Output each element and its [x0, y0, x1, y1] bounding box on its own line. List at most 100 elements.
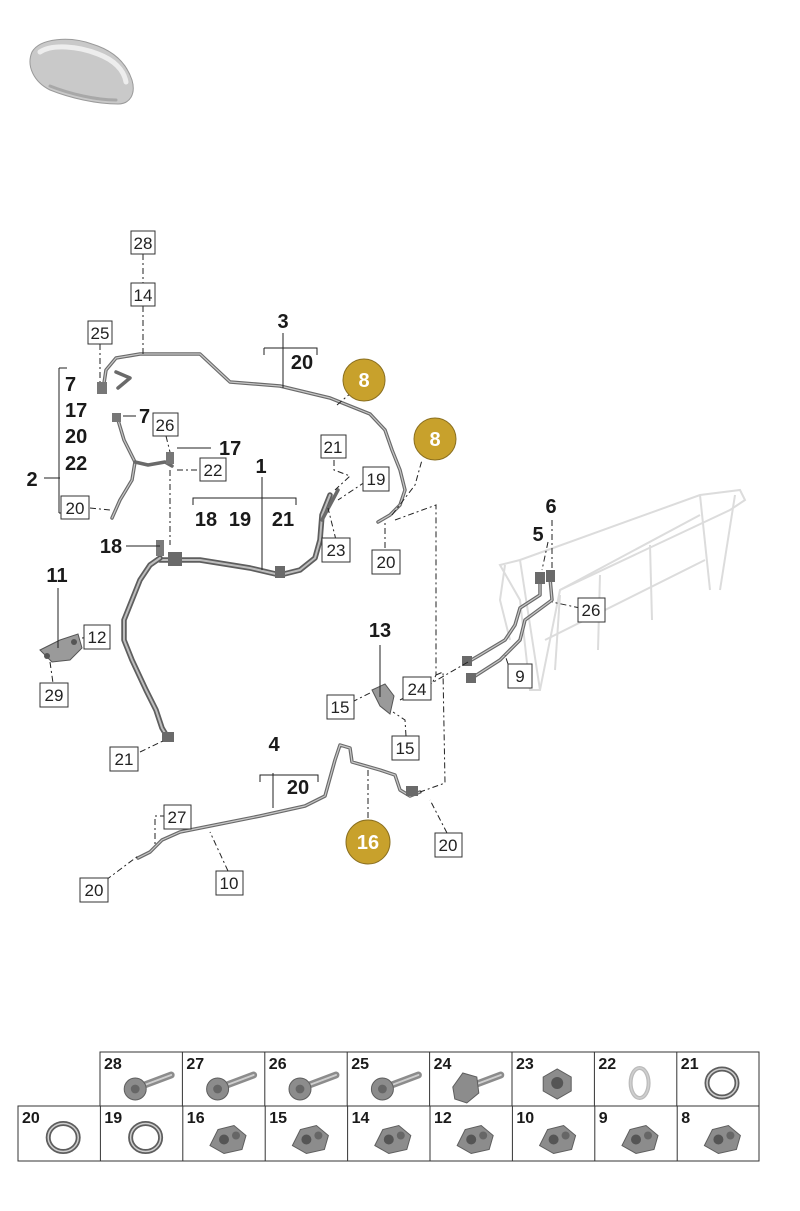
svg-text:20: 20 — [85, 881, 104, 900]
part-number-4[interactable]: 4 — [268, 734, 280, 756]
part-28-icon — [123, 1071, 175, 1101]
boxed-label-20[interactable]: 20 — [60, 495, 90, 520]
boxed-label-14[interactable]: 14 — [130, 282, 156, 307]
callout-8[interactable]: 8 — [413, 417, 457, 461]
boxed-label-27[interactable]: 27 — [163, 804, 192, 830]
part-26-icon — [288, 1071, 340, 1101]
boxed-label-23[interactable]: 23 — [321, 537, 351, 563]
part-number-20[interactable]: 20 — [291, 352, 313, 374]
part-number-2[interactable]: 2 — [26, 469, 37, 491]
part-24-icon — [452, 1071, 505, 1104]
svg-text:26: 26 — [156, 416, 175, 435]
svg-text:20: 20 — [439, 836, 458, 855]
parts-table-cell-28[interactable]: 28 — [104, 1056, 175, 1101]
parts-table-cell-9[interactable]: 9 — [594, 1106, 659, 1161]
boxed-label-26[interactable]: 26 — [577, 597, 606, 623]
callout-8[interactable]: 8 — [342, 358, 386, 402]
boxed-label-24[interactable]: 24 — [402, 676, 432, 701]
parts-table-cell-21[interactable]: 21 — [676, 1052, 740, 1106]
part-number-17[interactable]: 17 — [219, 438, 241, 460]
svg-text:24: 24 — [408, 680, 427, 699]
parts-table-number: 12 — [434, 1110, 452, 1127]
pipe-2[interactable] — [110, 413, 174, 520]
part-number-7[interactable]: 7 — [65, 374, 76, 396]
part-number-3[interactable]: 3 — [277, 311, 288, 333]
boxed-label-28[interactable]: 28 — [130, 230, 156, 255]
radiator-outline — [498, 488, 747, 691]
svg-text:26: 26 — [582, 601, 601, 620]
part-number-22[interactable]: 22 — [65, 453, 87, 475]
svg-text:29: 29 — [45, 686, 64, 705]
boxed-label-21[interactable]: 21 — [320, 434, 347, 459]
svg-text:9: 9 — [515, 667, 524, 686]
parts-table-cell-26[interactable]: 26 — [264, 1052, 340, 1106]
svg-text:8: 8 — [429, 429, 440, 451]
bracket-13[interactable] — [371, 683, 395, 715]
part-number-17[interactable]: 17 — [65, 400, 87, 422]
svg-text:20: 20 — [66, 499, 85, 518]
part-number-7[interactable]: 7 — [139, 406, 150, 428]
part-number-11[interactable]: 11 — [46, 565, 67, 587]
pipe-4[interactable] — [136, 743, 422, 860]
parts-table-cell-15[interactable]: 15 — [264, 1106, 329, 1161]
svg-text:19: 19 — [367, 470, 386, 489]
part-15-icon — [291, 1124, 329, 1155]
parts-table-cell-24[interactable]: 24 — [429, 1052, 505, 1106]
svg-text:10: 10 — [220, 874, 239, 893]
svg-text:27: 27 — [168, 808, 187, 827]
part-9-icon — [621, 1124, 659, 1155]
pipe-5-6[interactable] — [462, 570, 555, 683]
boxed-label-25[interactable]: 25 — [87, 320, 113, 345]
boxed-label-15[interactable]: 15 — [391, 735, 420, 761]
pipe-1[interactable] — [157, 488, 340, 578]
parts-table-cell-27[interactable]: 27 — [181, 1052, 258, 1106]
part-number-13[interactable]: 13 — [369, 620, 391, 642]
part-number-18[interactable]: 18 — [195, 509, 217, 531]
boxed-label-22[interactable]: 22 — [199, 457, 227, 482]
boxed-label-29[interactable]: 29 — [39, 682, 69, 708]
parts-table-cell-23[interactable]: 23 — [511, 1052, 572, 1106]
part-number-20[interactable]: 20 — [65, 426, 87, 448]
parts-table-number: 24 — [434, 1056, 452, 1073]
parts-table-cell-8[interactable]: 8 — [676, 1106, 741, 1161]
svg-text:14: 14 — [134, 286, 153, 305]
pipe-18[interactable] — [121, 540, 174, 742]
svg-text:8: 8 — [358, 370, 369, 392]
part-number-1[interactable]: 1 — [255, 456, 266, 478]
part-number-5[interactable]: 5 — [532, 524, 543, 546]
part-number-19[interactable]: 19 — [229, 509, 251, 531]
part-number-18[interactable]: 18 — [100, 536, 122, 558]
bracket-11[interactable] — [39, 633, 83, 663]
car-thumbnail-icon[interactable] — [29, 38, 134, 105]
boxed-label-15[interactable]: 15 — [326, 694, 355, 720]
part-number-6[interactable]: 6 — [545, 496, 556, 518]
part-number-20[interactable]: 20 — [287, 777, 309, 799]
parts-table-cell-20[interactable]: 20 — [22, 1110, 81, 1154]
boxed-label-26[interactable]: 26 — [152, 412, 179, 437]
boxed-label-20[interactable]: 20 — [371, 549, 401, 575]
boxed-label-9[interactable]: 9 — [507, 663, 533, 689]
svg-text:12: 12 — [88, 628, 107, 647]
pipe-3[interactable] — [97, 352, 407, 524]
callout-16[interactable]: 16 — [345, 819, 391, 865]
boxed-label-10[interactable]: 10 — [215, 870, 244, 896]
parts-table-number: 15 — [269, 1110, 287, 1127]
svg-text:15: 15 — [331, 698, 350, 717]
svg-text:16: 16 — [357, 832, 379, 854]
boxed-label-12[interactable]: 12 — [83, 624, 111, 650]
part-number-21[interactable]: 21 — [272, 509, 294, 531]
boxed-label-19[interactable]: 19 — [362, 466, 390, 492]
boxed-label-20[interactable]: 20 — [79, 877, 109, 903]
part-25-icon — [370, 1071, 422, 1101]
boxed-label-21[interactable]: 21 — [109, 746, 139, 772]
parts-table-cell-22[interactable]: 22 — [593, 1052, 651, 1106]
parts-table-cell-10[interactable]: 10 — [511, 1106, 577, 1161]
boxed-label-20[interactable]: 20 — [434, 832, 463, 858]
parts-table-cell-16[interactable]: 16 — [182, 1106, 247, 1161]
parts-table-cell-12[interactable]: 12 — [429, 1106, 494, 1161]
parts-table-number: 21 — [681, 1056, 699, 1073]
svg-text:22: 22 — [204, 461, 223, 480]
parts-table-cell-25[interactable]: 25 — [346, 1052, 422, 1106]
parts-table-cell-19[interactable]: 19 — [99, 1106, 164, 1161]
parts-table-cell-14[interactable]: 14 — [347, 1106, 412, 1161]
